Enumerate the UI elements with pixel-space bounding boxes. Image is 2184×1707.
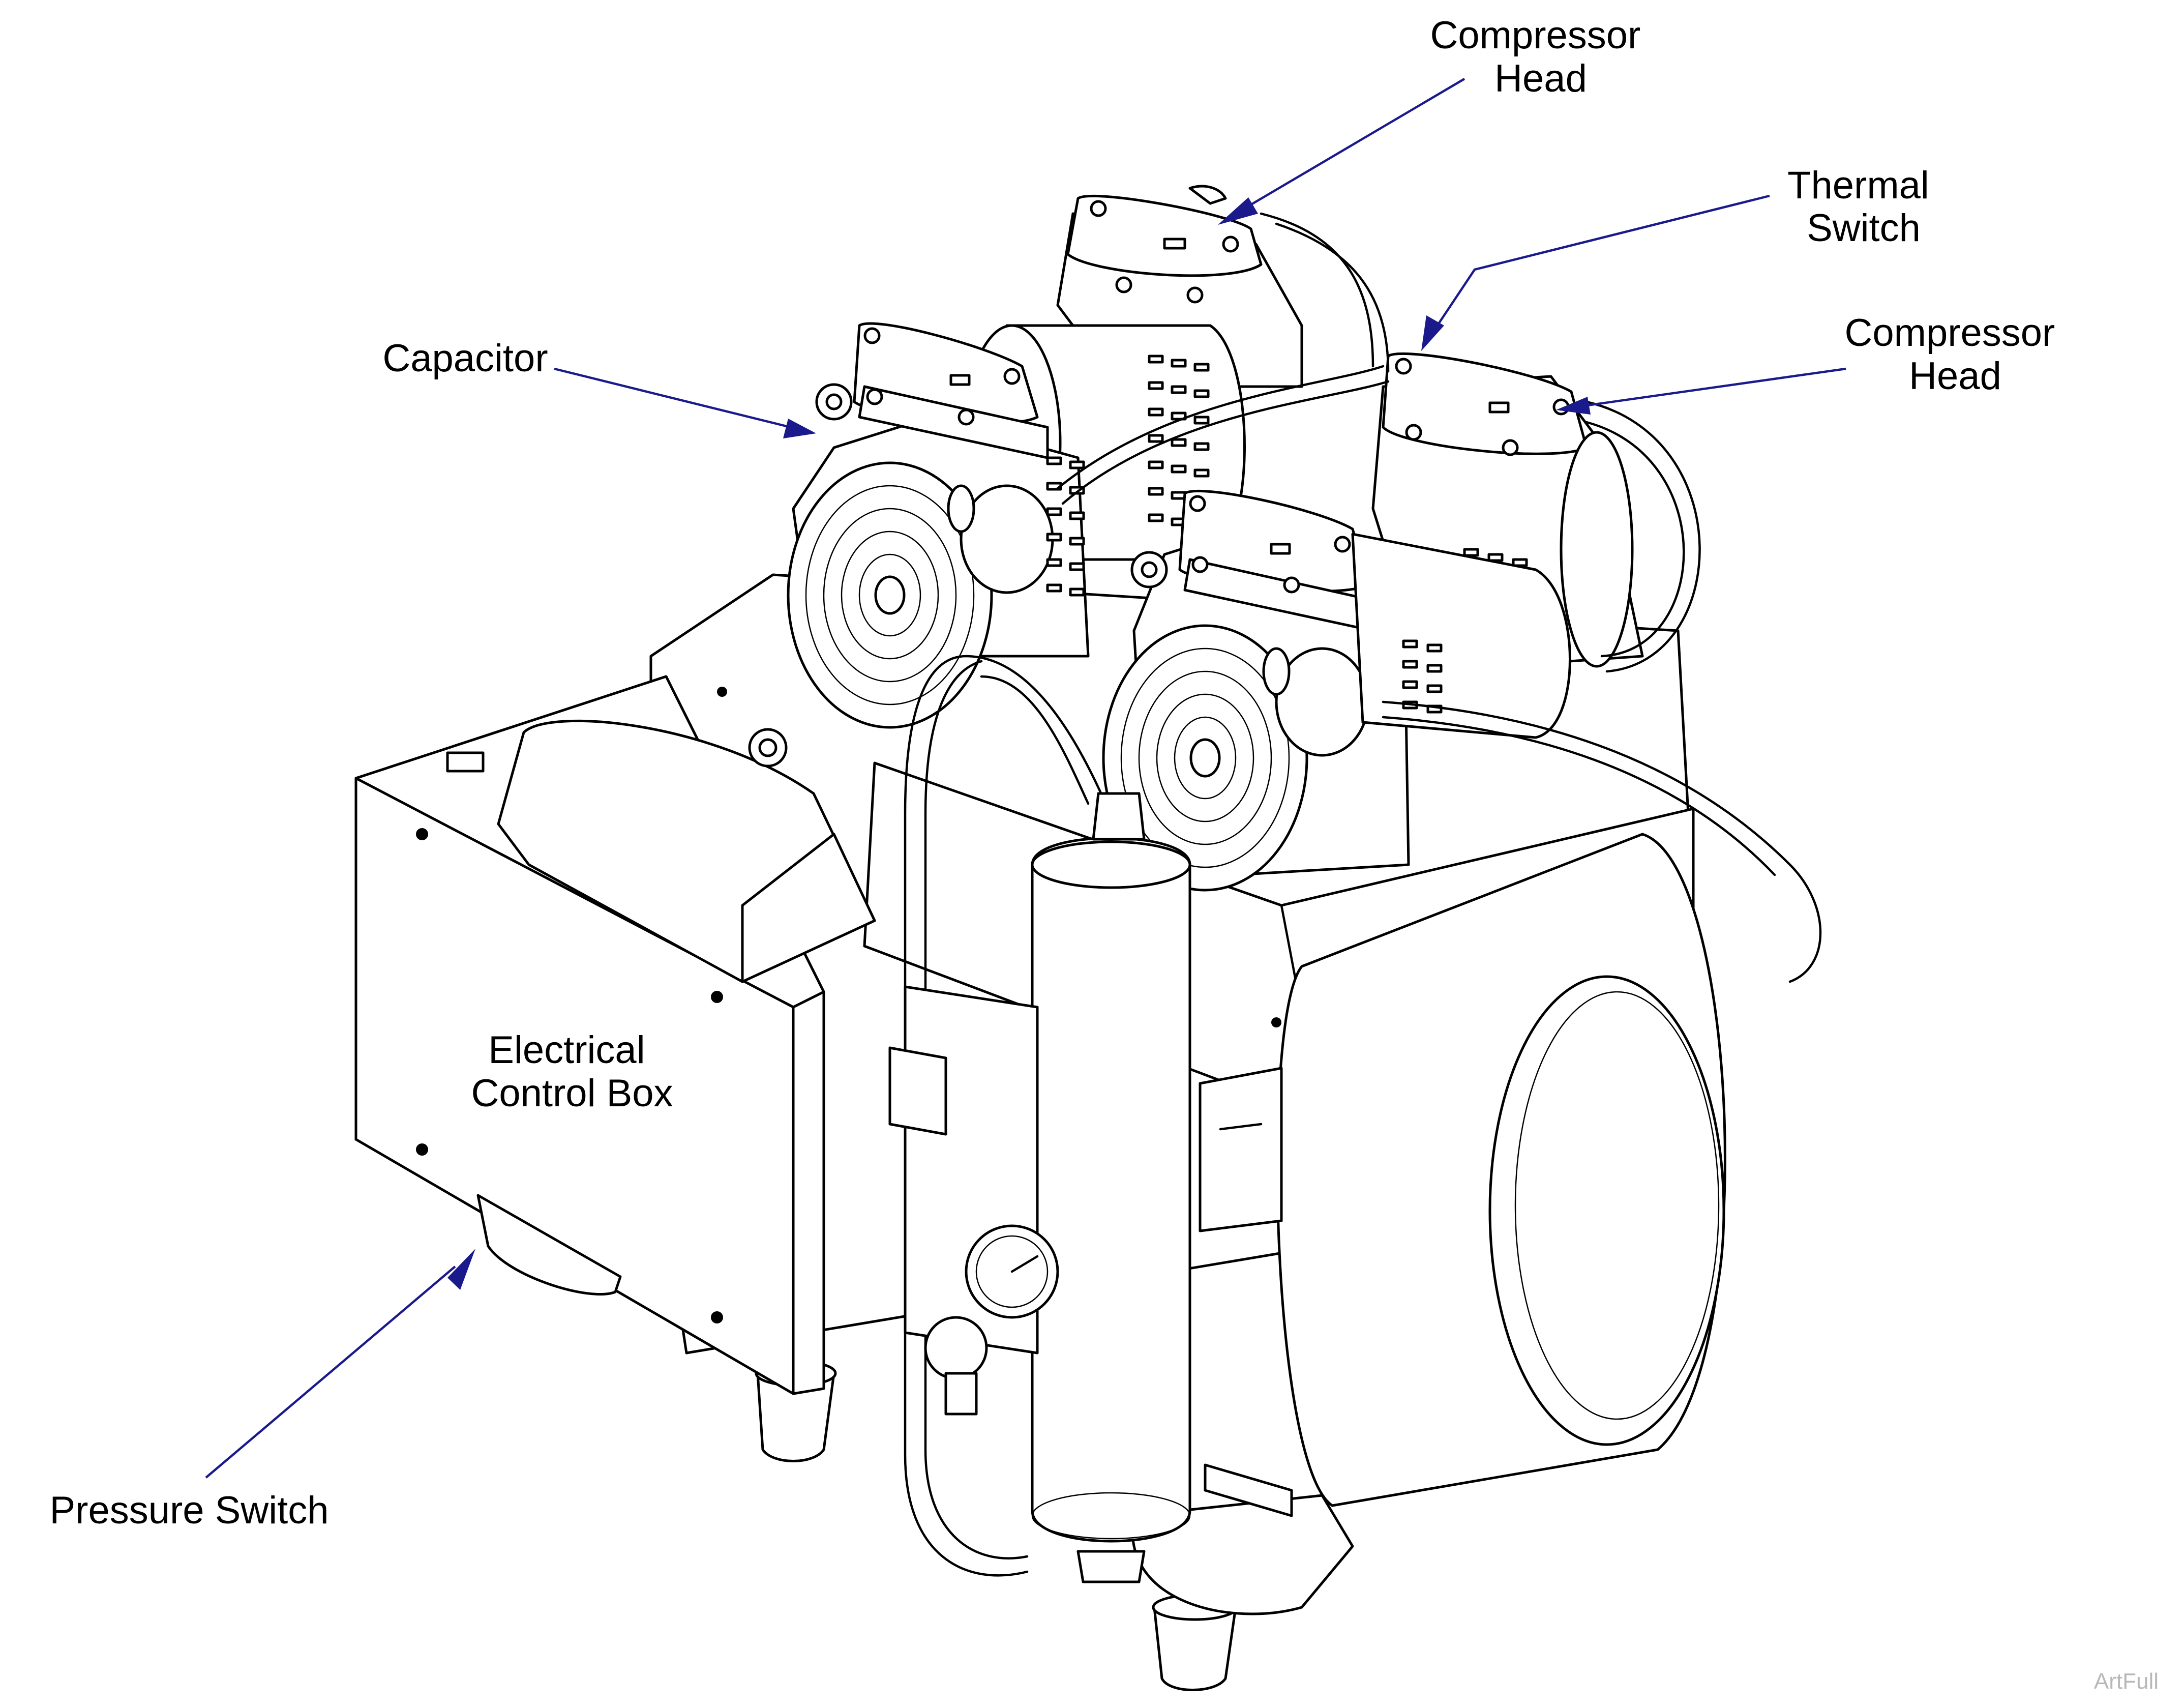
vent-slot: [1487, 553, 1504, 562]
vent-slot: [1069, 511, 1085, 520]
leader-pressure-switch: [205, 1249, 475, 1479]
vent-slot: [1193, 389, 1210, 398]
vent-slot: [1148, 407, 1164, 417]
vent-slot: [1069, 587, 1085, 597]
vent-slot: [1426, 664, 1443, 673]
vent-slot: [1046, 558, 1062, 567]
vent-slot: [1171, 359, 1187, 368]
leader-capacitor: [554, 367, 816, 438]
vent-slot: [1463, 548, 1479, 557]
feet: [755, 1360, 1354, 1691]
regulator-gauge: [888, 985, 1293, 1517]
vent-slot: [1402, 680, 1418, 689]
label-thermal-switch: Thermal Switch: [1787, 164, 1940, 250]
vent-slot: [1069, 562, 1085, 571]
label-compressor-head-right: Compressor Head: [1844, 311, 2066, 398]
vent-slot: [1171, 438, 1187, 447]
vent-slot: [1148, 355, 1164, 364]
vent-slot: [1426, 684, 1443, 693]
vent-slot: [1171, 464, 1187, 474]
vent-slot: [1046, 456, 1062, 465]
vent-slot: [1148, 487, 1164, 496]
leader-compressor-head-right: [1556, 367, 1846, 415]
vent-slot: [1148, 434, 1164, 443]
label-capacitor: Capacitor: [382, 337, 548, 380]
watermark: ArtFull: [2094, 1669, 2159, 1694]
label-compressor-head-top: Compressor Head: [1430, 14, 1651, 100]
hoses: [904, 212, 1822, 1577]
vent-slot: [1046, 507, 1062, 516]
label-electrical-control-box: Electrical Control Box: [471, 1028, 673, 1115]
vent-slot: [1402, 660, 1418, 669]
vent-slot: [1193, 363, 1210, 372]
vent-slot: [1193, 416, 1210, 425]
vent-slot: [1046, 583, 1062, 593]
compressor-unit-left: [787, 322, 1090, 729]
vent-slot: [1069, 460, 1085, 469]
vent-slot: [1148, 513, 1164, 522]
vent-slot: [1193, 468, 1210, 478]
vent-slot: [1148, 460, 1164, 469]
air-tank: [1276, 833, 1726, 1507]
leader-thermal-switch: [1421, 194, 1770, 351]
vent-slot: [1046, 533, 1062, 542]
leader-compressor-head-top: [1218, 78, 1465, 225]
vent-slot: [1069, 537, 1085, 546]
vent-slot: [1402, 639, 1418, 649]
label-pressure-switch: Pressure Switch: [49, 1489, 328, 1532]
compressor-unit-front: [1102, 489, 1571, 892]
electrical-control-box: [354, 675, 876, 1395]
vent-slot: [1171, 385, 1187, 394]
vent-slot: [1426, 643, 1443, 653]
filter-canister: [1031, 792, 1191, 1583]
vent-slot: [1193, 442, 1210, 451]
vent-slot: [1148, 381, 1164, 390]
